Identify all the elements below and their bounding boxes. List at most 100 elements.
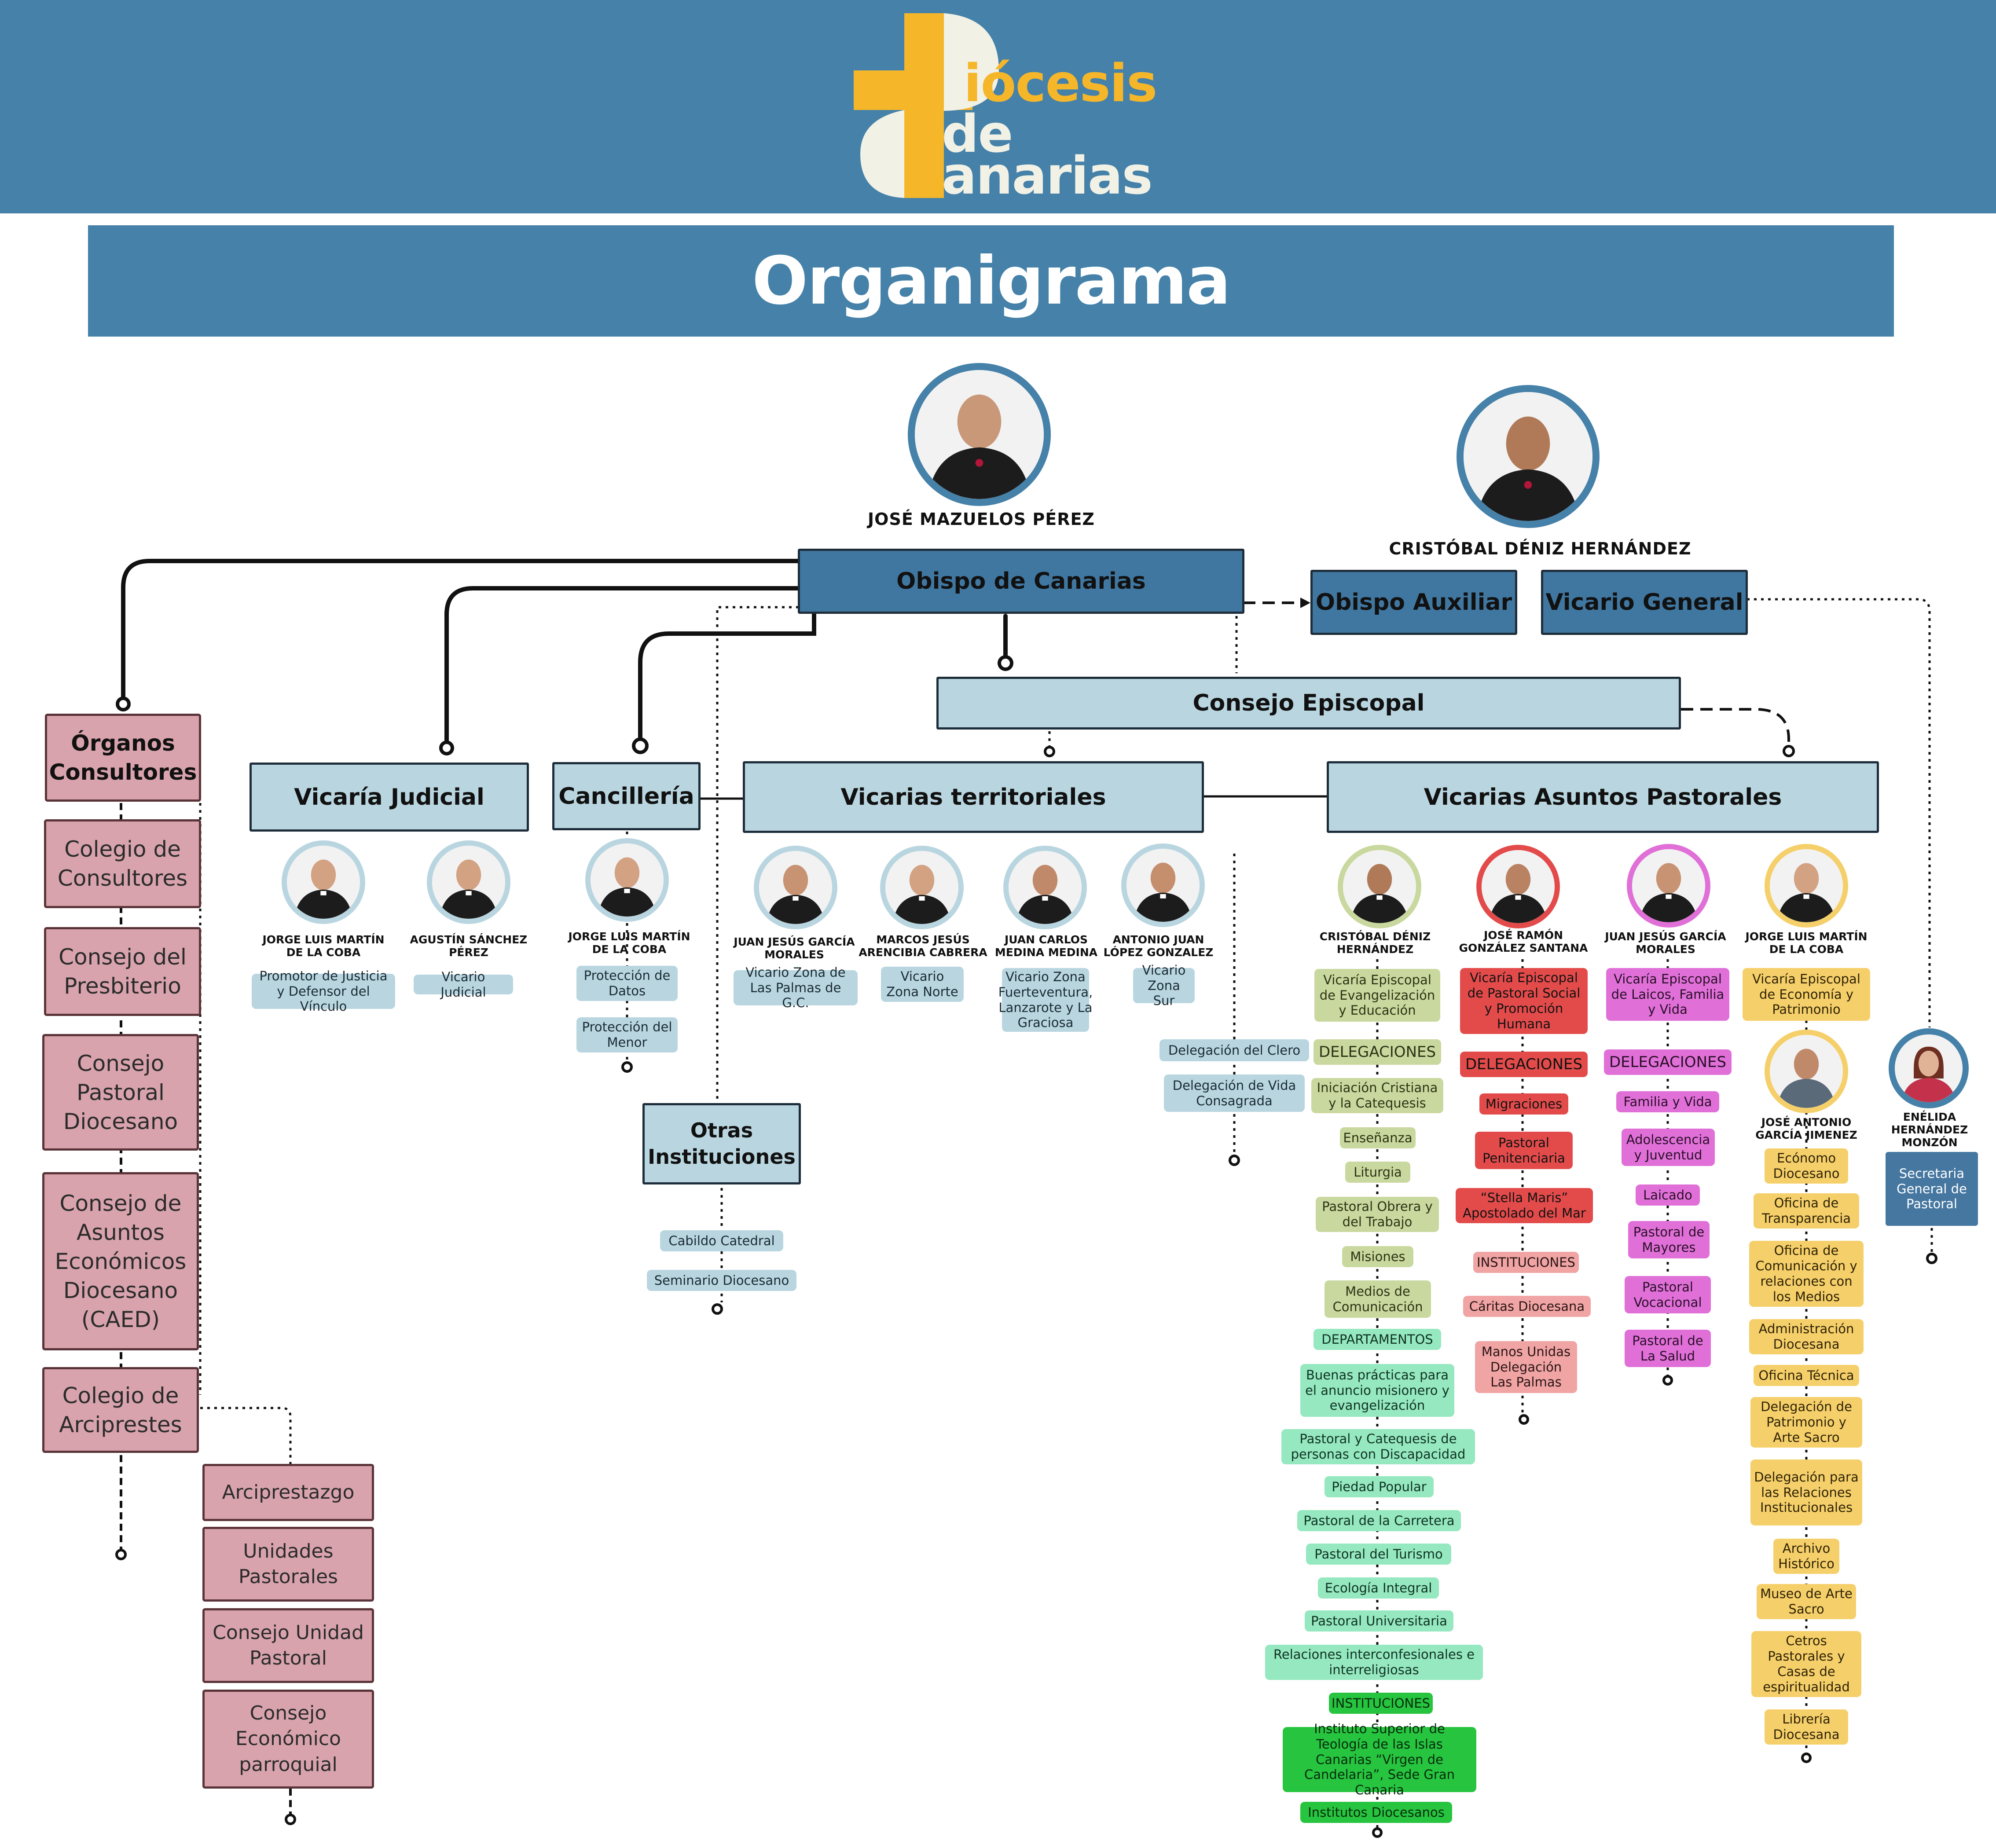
- economia-item-pill[interactable]: Ecónomo Diocesano: [1765, 1148, 1848, 1184]
- consejo-episcopal-box[interactable]: Consejo Episcopal: [936, 677, 1681, 730]
- vicaria-economia-pill[interactable]: Vicaría Episcopal de Economía y Patrimon…: [1743, 968, 1870, 1021]
- colegio-arciprestes-box[interactable]: Colegio de Arciprestes: [42, 1367, 199, 1453]
- person-name: JORGE LUIS MARTÍN DE LA COBA: [568, 930, 690, 956]
- institucion-pill[interactable]: Instituto Superior de Teología de las Is…: [1283, 1721, 1476, 1797]
- logo-line-3: anarias: [942, 145, 1153, 206]
- person-avatar: [1476, 845, 1560, 928]
- person-name: MARCOS JESÚS ARENCIBIA CABRERA: [859, 933, 987, 959]
- departamento-pill[interactable]: Piedad Popular: [1325, 1476, 1434, 1497]
- delegacion-pill[interactable]: Misiones: [1342, 1246, 1413, 1267]
- delegacion-pill[interactable]: Pastoral Vocacional: [1625, 1276, 1711, 1313]
- departamento-pill[interactable]: Relaciones interconfesionales e interrel…: [1265, 1645, 1483, 1680]
- vicario-general-box[interactable]: Vicario General: [1541, 570, 1748, 635]
- person-avatar: [1121, 843, 1205, 927]
- institucion-pill[interactable]: Cáritas Diocesana: [1463, 1296, 1591, 1317]
- consejo-presbiterio-box[interactable]: Consejo del Presbiterio: [44, 927, 201, 1016]
- institucion-pill[interactable]: Institutos Diocesanos: [1300, 1802, 1452, 1823]
- consejo-unidad-box[interactable]: Consejo Unidad Pastoral: [202, 1608, 374, 1683]
- role-pill[interactable]: Promotor de Justicia y Defensor del Vínc…: [252, 968, 395, 1014]
- institucion-pill[interactable]: Manos Unidas Delegación Las Palmas: [1475, 1341, 1577, 1393]
- cancilleria-box[interactable]: Cancillería: [552, 762, 701, 830]
- departamentos-label-pill[interactable]: DEPARTAMENTOS: [1314, 1329, 1441, 1350]
- instituciones-label-pill[interactable]: INSTITUCIONES: [1473, 1252, 1579, 1273]
- person-photo-icon: [1009, 851, 1082, 924]
- delegacion-pill[interactable]: Iniciación Cristiana y la Catequesis: [1311, 1078, 1443, 1113]
- delegacion-pill[interactable]: Pastoral Obrera y del Trabajo: [1316, 1197, 1439, 1232]
- delegacion-pill[interactable]: Pastoral de La Salud: [1625, 1330, 1711, 1367]
- colegio-consultores-box[interactable]: Colegio de Consultores: [44, 819, 201, 908]
- person-name: JUAN JESÚS GARCÍA MORALES: [734, 935, 855, 961]
- departamento-pill[interactable]: Pastoral del Turismo: [1306, 1544, 1451, 1565]
- economia-item-pill[interactable]: Librería Diocesana: [1765, 1709, 1848, 1745]
- organos-consultores-box[interactable]: Órganos Consultores: [45, 714, 201, 802]
- delegaciones-label-pill[interactable]: DELEGACIONES: [1604, 1049, 1732, 1075]
- person-avatar: [1627, 844, 1710, 928]
- person-photo-icon: [915, 370, 1044, 499]
- economia-item-pill[interactable]: Delegación de Patrimonio y Arte Sacro: [1750, 1397, 1862, 1448]
- departamento-pill[interactable]: Pastoral y Catequesis de personas con Di…: [1281, 1429, 1475, 1464]
- departamento-pill[interactable]: Buenas prácticas para el anuncio misione…: [1300, 1364, 1454, 1417]
- economia-item-pill[interactable]: Oficina Técnica: [1754, 1365, 1859, 1386]
- vicaria-evangelizacion-pill[interactable]: Vicaría Episcopal de Evangelización y Ed…: [1314, 969, 1440, 1022]
- person-avatar: [880, 846, 964, 929]
- vicaria-judicial-box[interactable]: Vicaría Judicial: [250, 763, 529, 832]
- arciprestazgo-box[interactable]: Arciprestazgo: [202, 1464, 374, 1521]
- unidades-pastorales-box[interactable]: Unidades Pastorales: [202, 1527, 374, 1602]
- person-photo-icon: [885, 851, 958, 924]
- economia-item-pill[interactable]: Archivo Histórico: [1773, 1539, 1839, 1574]
- vicaria-pastoral-social-pill[interactable]: Vicaría Episcopal de Pastoral Social y P…: [1460, 968, 1588, 1034]
- consejo-pastoral-box[interactable]: Consejo Pastoral Diocesano: [42, 1034, 199, 1151]
- delegacion-vida-consagrada-pill[interactable]: Delegación de Vida Consagrada: [1164, 1074, 1305, 1112]
- delegaciones-label-pill[interactable]: DELEGACIONES: [1460, 1052, 1588, 1077]
- caed-box[interactable]: Consejo de Asuntos Económicos Diocesano …: [42, 1172, 199, 1350]
- delegacion-pill[interactable]: Adolescencia y Juventud: [1622, 1129, 1715, 1166]
- instituciones-label-pill[interactable]: INSTITUCIONES: [1329, 1693, 1433, 1714]
- logo-cross-icon: [854, 13, 999, 198]
- role-pill[interactable]: Vicario Zona Norte: [881, 967, 964, 1002]
- delegacion-pill[interactable]: Medios de Comunicación: [1325, 1280, 1431, 1318]
- role-pill[interactable]: Vicario Zona Sur: [1133, 963, 1195, 1008]
- person-photo-icon: [1464, 392, 1592, 521]
- economia-item-pill[interactable]: Administración Diocesana: [1749, 1319, 1864, 1354]
- delegacion-pill[interactable]: Pastoral de Mayores: [1628, 1221, 1710, 1258]
- obispo-auxiliar-box[interactable]: Obispo Auxiliar: [1310, 570, 1517, 635]
- vicarias-territoriales-box[interactable]: Vicarias territoriales: [743, 761, 1204, 833]
- secretaria-general-pill[interactable]: Secretaria General de Pastoral: [1886, 1152, 1978, 1226]
- departamento-pill[interactable]: Pastoral de la Carretera: [1297, 1510, 1461, 1531]
- delegacion-pill[interactable]: Laicado: [1636, 1184, 1700, 1206]
- role-pill[interactable]: Vicario Zona Fuerteventura, Lanzarote y …: [998, 968, 1093, 1032]
- auxiliary-avatar: [1457, 385, 1600, 528]
- vicarias-pastorales-box[interactable]: Vicarias Asuntos Pastorales: [1327, 761, 1879, 833]
- economia-item-pill[interactable]: Oficina de Transparencia: [1754, 1193, 1859, 1228]
- delegacion-pill[interactable]: Familia y Vida: [1616, 1091, 1719, 1112]
- delegaciones-label-pill[interactable]: DELEGACIONES: [1314, 1039, 1441, 1065]
- delegacion-pill[interactable]: Migraciones: [1479, 1093, 1568, 1115]
- economia-item-pill[interactable]: Museo de Arte Sacro: [1757, 1584, 1856, 1619]
- delegacion-pill[interactable]: Enseñanza: [1340, 1127, 1416, 1148]
- person-photo-icon: [1770, 849, 1843, 922]
- person-avatar: [585, 838, 669, 922]
- role-pill[interactable]: Vicario Zona de Las Palmas de G.C.: [734, 965, 858, 1010]
- delegacion-pill[interactable]: “Stella Maris” Apostolado del Mar: [1456, 1188, 1593, 1223]
- proteccion-datos-pill[interactable]: Protección de Datos: [576, 966, 678, 1001]
- cabildo-catedral-pill[interactable]: Cabildo Catedral: [660, 1230, 783, 1251]
- person-name: JOSÉ RAMÓN GONZÁLEZ SANTANA: [1459, 929, 1588, 954]
- economia-item-pill[interactable]: Oficina de Comunicación y relaciones con…: [1749, 1241, 1864, 1307]
- logo-line-1: iócesis: [964, 53, 1157, 114]
- vicaria-laicos-pill[interactable]: Vicaría Episcopal de Laicos, Familia y V…: [1606, 968, 1729, 1021]
- role-pill[interactable]: Vicario Judicial: [414, 969, 513, 1000]
- obispo-canarias-box[interactable]: Obispo de Canarias: [798, 549, 1244, 614]
- departamento-pill[interactable]: Ecología Integral: [1318, 1577, 1439, 1599]
- delegacion-clero-pill[interactable]: Delegación del Clero: [1159, 1039, 1309, 1061]
- person-name: JUAN CARLOS MEDINA MEDINA: [994, 933, 1098, 959]
- seminario-diocesano-pill[interactable]: Seminario Diocesano: [647, 1270, 796, 1291]
- economia-item-pill[interactable]: Delegación para las Relaciones Instituci…: [1750, 1459, 1862, 1525]
- economia-item-pill[interactable]: Cetros Pastorales y Casas de espirituali…: [1751, 1631, 1861, 1697]
- delegacion-pill[interactable]: Liturgia: [1345, 1162, 1410, 1183]
- otras-instituciones-box[interactable]: Otras Instituciones: [642, 1103, 801, 1184]
- delegacion-pill[interactable]: Pastoral Penitenciaria: [1475, 1132, 1573, 1169]
- proteccion-menor-pill[interactable]: Protección del Menor: [576, 1017, 678, 1052]
- departamento-pill[interactable]: Pastoral Universitaria: [1305, 1610, 1453, 1632]
- consejo-economico-box[interactable]: Consejo Económico parroquial: [202, 1690, 374, 1789]
- person-name: CRISTÓBAL DÉNIZ HERNÁNDEZ: [1319, 930, 1431, 956]
